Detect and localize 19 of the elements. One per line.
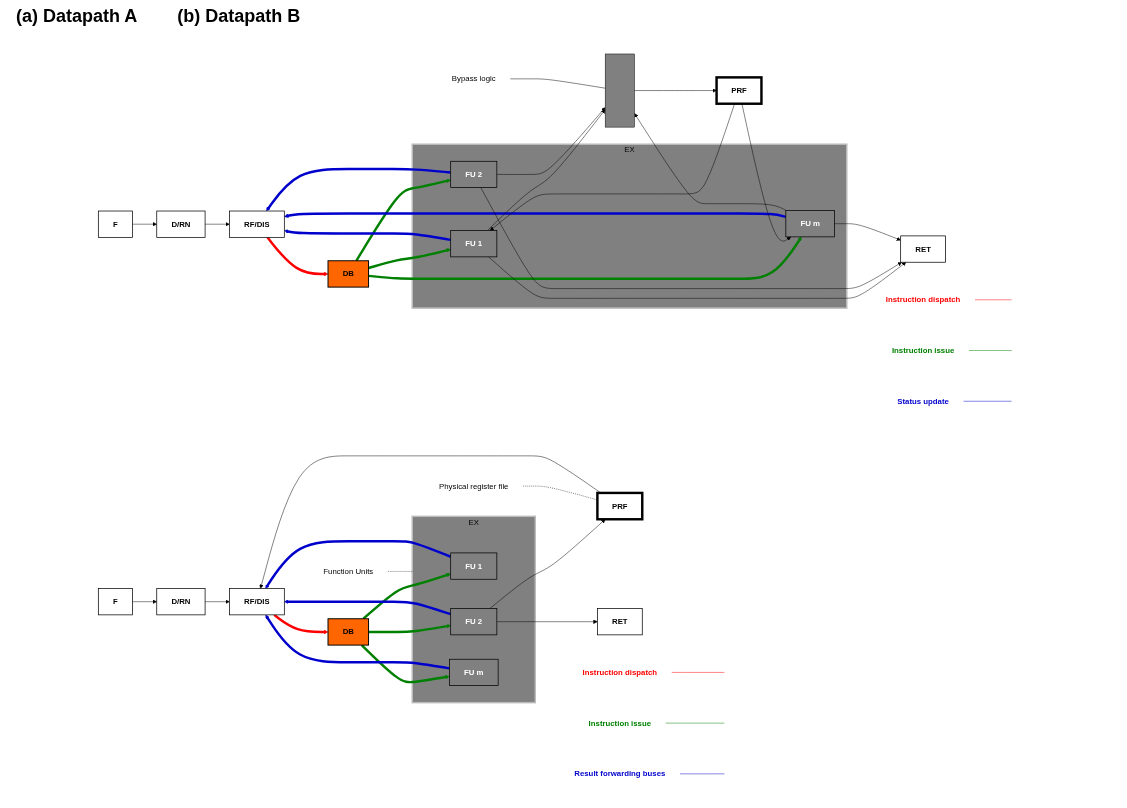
- arrow: [362, 572, 451, 620]
- arrow: [265, 614, 450, 670]
- arrow: [360, 644, 450, 684]
- arrow: [368, 248, 451, 270]
- arrow: [355, 178, 451, 262]
- arrow: [266, 236, 329, 277]
- arrow: [368, 236, 802, 281]
- node-bar: [604, 53, 635, 128]
- arrow: [284, 599, 452, 616]
- connector: [510, 78, 606, 89]
- arrow: [368, 624, 451, 634]
- arrow: [265, 540, 452, 589]
- arrow: [273, 613, 329, 635]
- arrow: [266, 167, 451, 212]
- caption-label: (a) Datapath A: [16, 6, 138, 27]
- caption-label: (b) Datapath B: [177, 6, 301, 27]
- connector: [522, 485, 598, 501]
- arrow: [284, 229, 451, 242]
- arrow: [284, 212, 787, 219]
